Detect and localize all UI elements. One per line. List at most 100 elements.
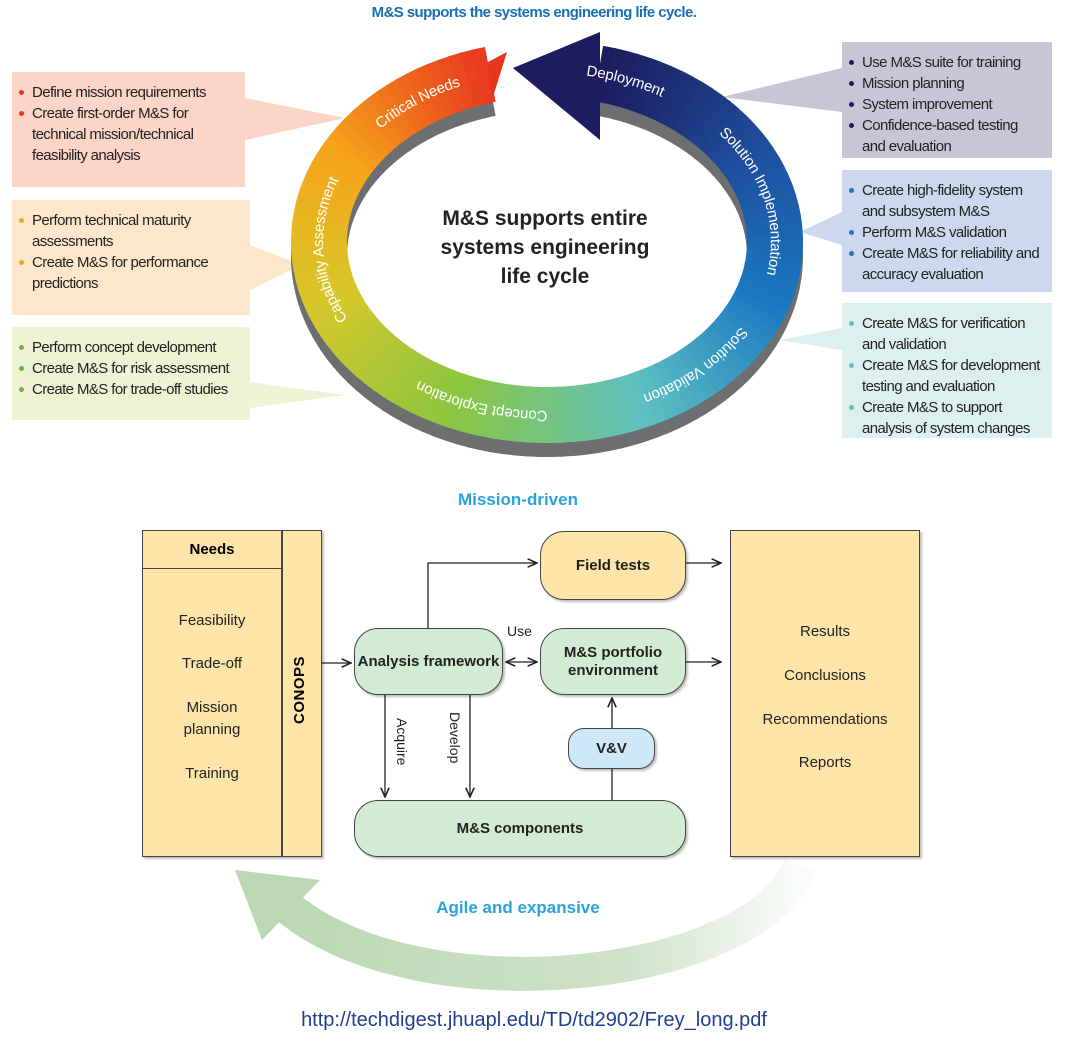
bullet-item: Perform technical maturity assessments (19, 210, 242, 252)
portfolio-environment-box: M&S portfolio environment (540, 628, 686, 695)
callout-pointer (780, 328, 842, 350)
bullet-icon (849, 81, 854, 86)
bullet-text: Create first-order M&S for technical mis… (32, 105, 194, 164)
bullet-icon (849, 230, 854, 235)
bullet-icon (849, 321, 854, 326)
bullet-text: Create M&S for risk assessment (32, 360, 230, 377)
callout-pointer (245, 98, 345, 140)
acquire-label: Acquire (394, 718, 410, 766)
bullet-item: Create M&S to support analysis of system… (849, 397, 1044, 439)
mission-driven-label: Mission-driven (458, 490, 578, 509)
outputs-box: Results Conclusions Recommendations Repo… (730, 530, 920, 857)
ring-segment (470, 46, 496, 105)
bullet-item: Create M&S for reliability and accuracy … (849, 243, 1044, 285)
agile-cycle-arrowhead (235, 870, 320, 940)
bullet-text: Mission planning (862, 75, 965, 92)
components-box: M&S components (354, 800, 686, 857)
bullet-icon (19, 345, 24, 350)
divider (281, 531, 283, 856)
bullet-icon (849, 102, 854, 107)
bullet-text: Perform technical maturity assessments (32, 212, 191, 250)
bullet-text: Perform concept development (32, 339, 217, 356)
use-label: Use (507, 623, 532, 639)
bullet-icon (19, 90, 24, 95)
bullet-text: Create M&S for verification and validati… (862, 315, 1026, 353)
needs-item: Trade-off (181, 655, 243, 672)
bullet-item: Define mission requirements (19, 82, 237, 103)
bullet-item: Create M&S for trade-off studies (19, 379, 242, 400)
bullet-text: Create M&S for reliability and accuracy … (862, 245, 1040, 283)
bullet-item: Create M&S for performance predictions (19, 252, 242, 294)
bullet-text: Create high-fidelity system and subsyste… (862, 182, 1023, 220)
bullet-list: Create high-fidelity system and subsyste… (849, 180, 1044, 285)
output-item: Reports (798, 754, 852, 771)
bullet-item: Create M&S for verification and validati… (849, 313, 1044, 355)
callout-right-2: Create high-fidelity system and subsyste… (842, 170, 1052, 292)
bullet-item: Mission planning (849, 73, 1044, 94)
bullet-text: Confidence-based testing and evaluation (862, 117, 1018, 155)
ring-center-text: M&S supports entire systems engineering … (400, 204, 690, 291)
bullet-item: Perform M&S validation (849, 222, 1044, 243)
bullet-item: Create high-fidelity system and subsyste… (849, 180, 1044, 222)
center-line: systems engineering (440, 236, 650, 259)
bullet-icon (849, 405, 854, 410)
callout-right-3: Create M&S for verification and validati… (842, 303, 1052, 438)
bullet-item: Perform concept development (19, 337, 242, 358)
bullet-text: Create M&S for trade-off studies (32, 381, 228, 398)
bullet-item: Create first-order M&S for technical mis… (19, 103, 237, 166)
bullet-icon (849, 188, 854, 193)
bullet-item: Create M&S for development testing and e… (849, 355, 1044, 397)
needs-item: Feasibility (178, 612, 246, 629)
bullet-icon (849, 251, 854, 256)
needs-item: Training (185, 765, 239, 782)
needs-header: Needs (143, 531, 281, 569)
bullet-icon (19, 260, 24, 265)
bullet-text: Perform M&S validation (862, 224, 1007, 241)
center-line: life cycle (500, 265, 590, 288)
needs-item: Mission planning (183, 699, 241, 738)
center-line: M&S supports entire (442, 207, 648, 230)
bullet-item: Confidence-based testing and evaluation (849, 115, 1044, 157)
bullet-icon (849, 363, 854, 368)
bullet-item: Create M&S for risk assessment (19, 358, 242, 379)
callout-pointer (250, 382, 345, 408)
critical-needs-arrowhead (488, 52, 507, 100)
bullet-icon (19, 111, 24, 116)
bullet-list: Create M&S for verification and validati… (849, 313, 1044, 439)
bullet-icon (849, 60, 854, 65)
bullet-item: System improvement (849, 94, 1044, 115)
bullet-item: Use M&S suite for training (849, 52, 1044, 73)
callout-pointer (800, 212, 842, 245)
output-item: Recommendations (762, 711, 888, 728)
callout-pointer (722, 68, 842, 112)
conops-label: CONOPS (291, 655, 308, 724)
agile-expansive-label: Agile and expansive (436, 898, 600, 917)
field-tests-box: Field tests (540, 531, 686, 600)
bullet-text: Create M&S for development testing and e… (862, 357, 1040, 395)
figure-title: M&S supports the systems engineering lif… (371, 4, 697, 21)
bullet-text: Use M&S suite for training (862, 54, 1021, 71)
bullet-text: Create M&S for performance predictions (32, 254, 209, 292)
deployment-arrowhead (513, 32, 600, 140)
develop-label: Develop (447, 712, 463, 764)
bullet-text: Define mission requirements (32, 84, 206, 101)
source-url[interactable]: http://techdigest.jhuapl.edu/TD/td2902/F… (301, 1009, 767, 1031)
agile-cycle-arrow (273, 858, 817, 991)
arrow-analysis-to-field-tests (427, 563, 537, 628)
bullet-icon (19, 218, 24, 223)
bullet-text: Create M&S to support analysis of system… (862, 399, 1030, 437)
bullet-icon (19, 387, 24, 392)
analysis-framework-box: Analysis framework (354, 628, 503, 695)
flow-background (235, 460, 817, 991)
vv-box: V&V (568, 728, 655, 769)
bullet-icon (849, 123, 854, 128)
